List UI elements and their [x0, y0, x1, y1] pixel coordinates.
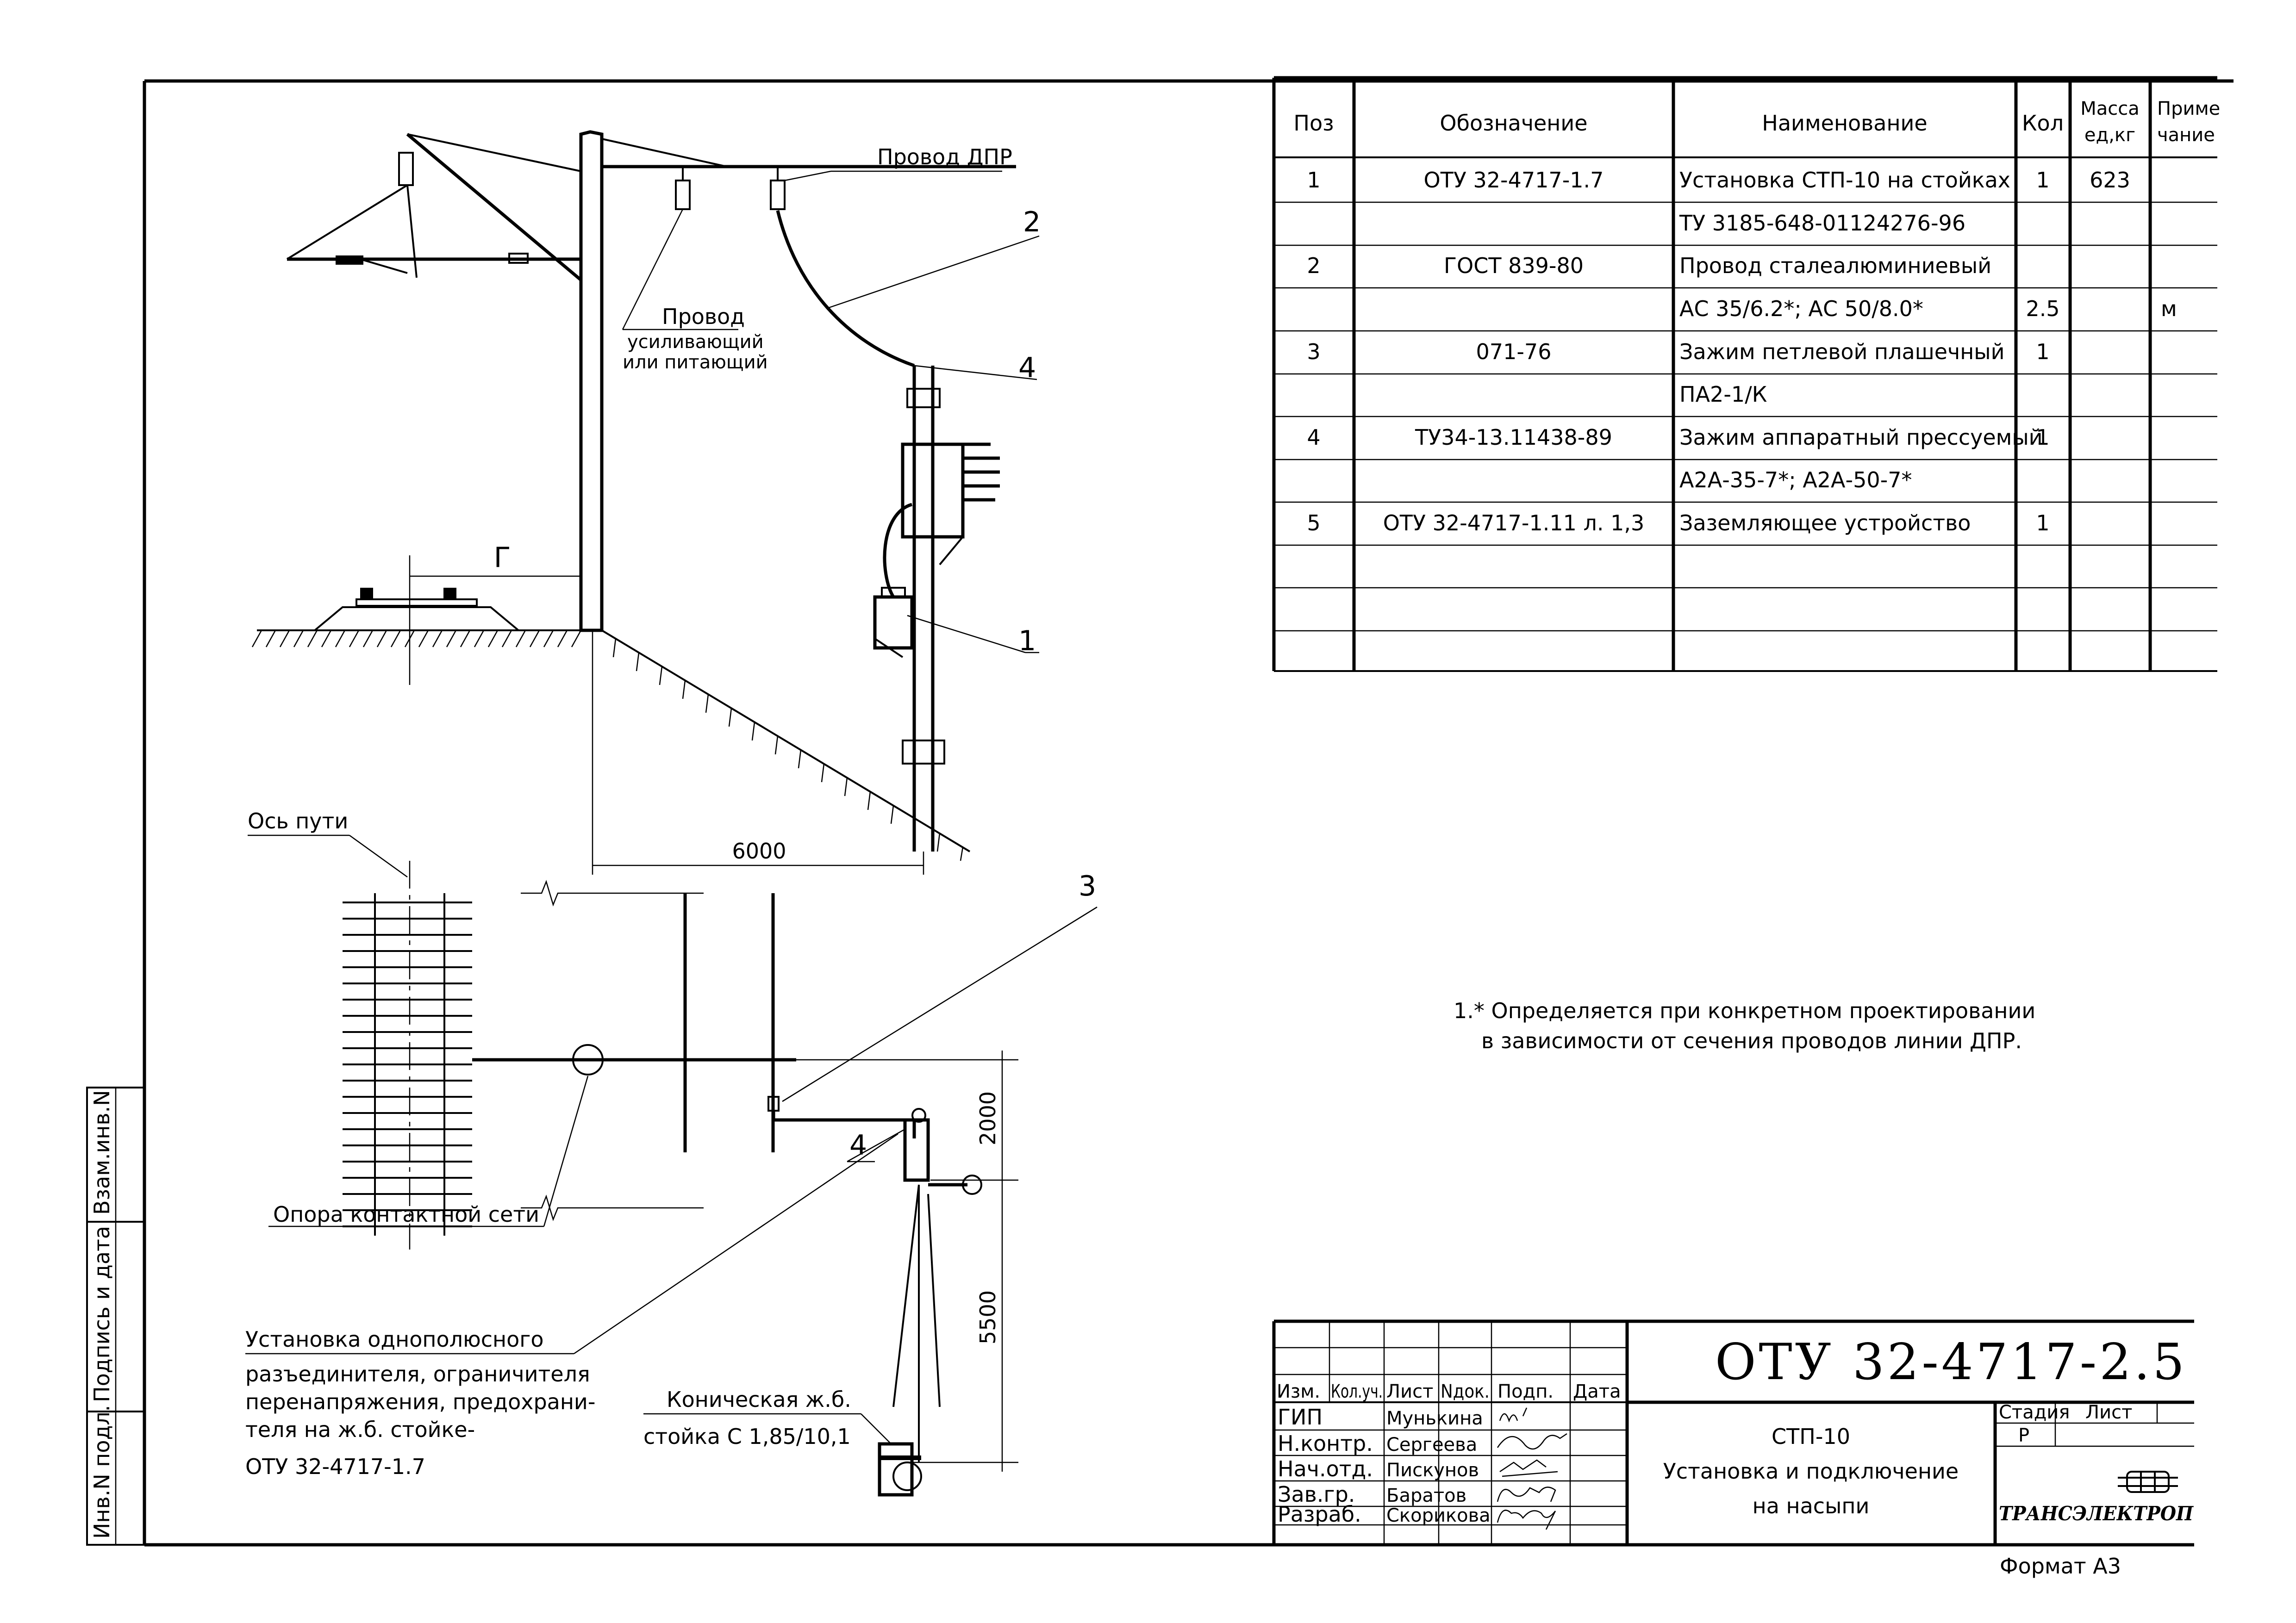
- tb-role: Зав.гр.: [1278, 1482, 1355, 1507]
- dim-2000: 2000: [975, 1091, 1000, 1145]
- tb-role: ГИП: [1278, 1405, 1323, 1430]
- header-qty: Кол: [2022, 111, 2064, 136]
- signature-mark: [1497, 1433, 1567, 1450]
- company-name: ТРАНСЭЛЕКТРОП: [1999, 1502, 2194, 1525]
- tb-role: Нач.отд.: [1278, 1456, 1373, 1481]
- side-stamp-repl-inv: Взам.инв.N: [89, 1090, 114, 1215]
- header-pos: Поз: [1293, 111, 1334, 136]
- label-reinforcing-wire-2: усиливающий: [627, 331, 764, 353]
- table-cell-pos: 5: [1307, 510, 1320, 535]
- header-note-2: чание: [2157, 124, 2215, 146]
- header-note-1: Приме: [2157, 98, 2220, 119]
- table-cell-pos: 3: [1307, 339, 1320, 364]
- signature-mark: [1499, 1407, 1528, 1423]
- signature-mark: [1499, 1459, 1558, 1477]
- table-cell-qty: 1: [2036, 510, 2049, 535]
- side-stamp-inv-orig: Инв.N подл.: [89, 1405, 114, 1539]
- table-cell-name: ПА2-1/К: [1679, 382, 1767, 407]
- table-cell-designation: ОТУ 32-4717-1.11 л. 1,3: [1383, 510, 1645, 535]
- tb-col-podp: Подп.: [1497, 1381, 1554, 1402]
- callout-4: 4: [1018, 352, 1036, 384]
- tb-person: Мунькина: [1386, 1408, 1483, 1429]
- callout-2: 2: [1023, 206, 1041, 238]
- label-install-2: разъединителя, ограничителя: [245, 1362, 590, 1387]
- tb-col-ndok: Nдок.: [1441, 1381, 1490, 1402]
- label-install-3: перенапряжения, предохрани-: [245, 1389, 595, 1414]
- note-line-1: 1.* Определяется при конкретном проектир…: [1454, 998, 2035, 1023]
- tb-person: Сергеева: [1386, 1434, 1477, 1455]
- label-install-1: Установка однополюсного: [245, 1327, 544, 1352]
- label-conical-post-2: стойка С 1,85/10,1: [643, 1424, 851, 1449]
- dim-5500: 5500: [975, 1290, 1000, 1344]
- tb-col-kol: Кол.уч.: [1331, 1381, 1383, 1402]
- tb-person: Баратов: [1386, 1485, 1466, 1506]
- table-cell-name: ТУ 3185-648-01124276-96: [1679, 211, 1965, 236]
- tb-col-list: Лист: [1386, 1381, 1433, 1402]
- signature-mark: [1497, 1510, 1556, 1530]
- table-cell-designation: ГОСТ 839-80: [1444, 253, 1584, 278]
- table-cell-name: Провод сталеалюминиевый: [1679, 253, 1991, 278]
- title-line-2: Установка и подключение: [1663, 1459, 1959, 1484]
- label-conical-post-1: Коническая ж.б.: [667, 1387, 851, 1412]
- tb-person: Пискунов: [1386, 1460, 1479, 1481]
- table-cell-designation: ОТУ 32-4717-1.7: [1424, 168, 1604, 193]
- table-cell-qty: 2.5: [2026, 296, 2059, 321]
- label-catenary-support: Опора контактной сети: [273, 1202, 539, 1227]
- title-line-1: СТП-10: [1772, 1424, 1850, 1449]
- format-label: Формат А3: [2000, 1554, 2121, 1579]
- header-mass-2: ед,кг: [2084, 124, 2135, 146]
- stage-label: Стадия: [1999, 1402, 2070, 1423]
- tb-col-izm: Изм.: [1277, 1381, 1320, 1402]
- tb-role: Н.контр.: [1278, 1431, 1373, 1456]
- side-stamp-sign-date: Подпись и дата: [89, 1226, 114, 1402]
- table-cell-name: Установка СТП-10 на стойках: [1679, 168, 2010, 193]
- drawing-note: 1.* Определяется при конкретном проектир…: [1454, 998, 2035, 1053]
- header-name: Наименование: [1762, 111, 1927, 136]
- header-mass-1: Масса: [2080, 98, 2140, 119]
- label-install-5: ОТУ 32-4717-1.7: [245, 1454, 425, 1479]
- header-designation: Обозначение: [1440, 111, 1587, 136]
- label-reinforcing-wire-3: или питающий: [623, 352, 768, 373]
- plan-view: Ось пути 3 2000 5500: [245, 808, 1098, 1497]
- tb-role: Разраб.: [1278, 1502, 1361, 1527]
- dim-g: Г: [494, 541, 511, 574]
- table-cell-qty: 1: [2036, 168, 2049, 193]
- spec-table: Поз Обозначение Наименование Кол Масса е…: [1272, 76, 2220, 672]
- doc-code: ОТУ 32-4717-2.5: [1715, 1333, 2187, 1391]
- label-track-axis: Ось пути: [248, 808, 348, 833]
- callout-1: 1: [1018, 625, 1036, 657]
- note-line-2: в зависимости от сечения проводов линии …: [1481, 1028, 2022, 1053]
- table-cell-qty: 1: [2036, 425, 2049, 450]
- tb-col-data: Дата: [1573, 1381, 1621, 1402]
- signature-mark: [1497, 1486, 1556, 1502]
- table-cell-name: А2А-35-7*; А2А-50-7*: [1679, 467, 1912, 492]
- table-cell-name: Зажим петлевой плашечный: [1679, 339, 2005, 364]
- table-cell-name: Зажим аппаратный прессуемый: [1679, 425, 2043, 450]
- table-cell-pos: 1: [1307, 168, 1320, 193]
- table-cell-qty: 1: [2036, 339, 2049, 364]
- table-cell-mass: 623: [2090, 168, 2130, 193]
- label-dpr-wire: Провод ДПР: [877, 144, 1012, 169]
- label-reinforcing-wire-1: Провод: [662, 304, 745, 329]
- table-cell-designation: 071-76: [1476, 339, 1552, 364]
- side-stamp: Взам.инв.N Подпись и дата Инв.N подл.: [86, 1087, 145, 1546]
- company-logo-icon: [2118, 1471, 2178, 1493]
- label-install-4: теля на ж.б. стойке-: [245, 1417, 475, 1442]
- callout-3: 3: [1079, 870, 1096, 902]
- table-cell-name: АС 35/6.2*; АС 50/8.0*: [1679, 296, 1923, 321]
- elevation-view: Г Провод усиливающий или питающий Провод…: [251, 130, 1041, 875]
- table-cell-pos: 4: [1307, 425, 1320, 450]
- table-cell-pos: 2: [1307, 253, 1320, 278]
- table-cell-name: Заземляющее устройство: [1679, 510, 1971, 535]
- table-cell-designation: ТУ34-13.11438-89: [1415, 425, 1612, 450]
- stage-value: Р: [2018, 1425, 2029, 1446]
- sheet-label: Лист: [2085, 1402, 2132, 1423]
- title-line-3: на насыпи: [1753, 1493, 1870, 1518]
- tb-person: Скорикова: [1386, 1505, 1491, 1526]
- table-cell-note: м: [2161, 296, 2177, 321]
- title-block: Изм. Кол.уч. Лист Nдок. Подп. Дата ГИП М…: [1272, 1319, 2194, 1545]
- dim-6000: 6000: [732, 839, 786, 864]
